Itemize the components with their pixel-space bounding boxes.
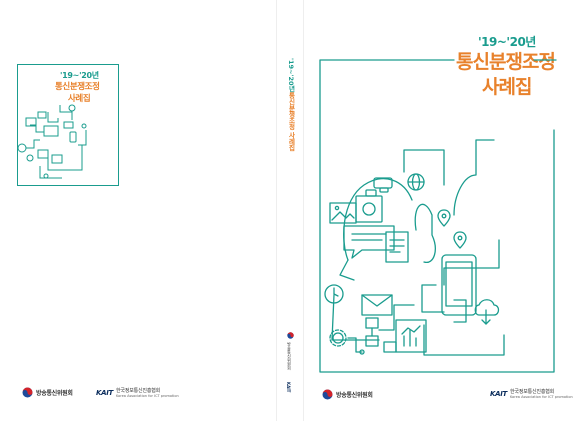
- kait-mark: KAIT: [96, 389, 114, 397]
- kait-mark: KAIT: [490, 390, 508, 398]
- cloud-upload-icon: [474, 299, 500, 316]
- cover-title-line2: 사례집: [482, 76, 532, 98]
- thumbnail-illustration: [17, 104, 87, 179]
- kcc-emblem-icon: [322, 389, 333, 400]
- bar-chart-card-icon: [395, 319, 427, 353]
- spine-kcc-name: 방송통신위원회: [287, 342, 292, 370]
- gear-icon: [332, 332, 344, 344]
- thumbnail-title-line2: 사례집: [68, 94, 91, 104]
- envelope-icon: [361, 294, 393, 316]
- kcc-emblem-icon: [22, 387, 33, 398]
- kait-name-en: Korea Association for ICT promotion: [116, 394, 179, 398]
- cover-title-line1: 통신분쟁조정: [456, 51, 556, 73]
- front-cover: '19~'20년 통신분쟁조정 사례집: [304, 0, 586, 421]
- back-cover: '19~'20년 통신분쟁조정 사례집: [0, 0, 276, 421]
- kait-logo-back: KAIT 한국정보통신진흥협회 Korea Association for IC…: [96, 388, 179, 398]
- spine-year: '19~'20년: [287, 58, 295, 93]
- clock-icon: [324, 284, 344, 304]
- kcc-name: 방송통신위원회: [336, 392, 373, 399]
- kait-name-ko: 한국정보통신진흥협회: [116, 388, 161, 394]
- image-card-icon: [329, 202, 357, 224]
- cover-year: '19~'20년: [478, 35, 536, 49]
- document-icon: [385, 231, 409, 263]
- kait-name-ko: 한국정보통신진흥협회: [510, 389, 555, 395]
- spine-kait-mark: KAIT: [286, 382, 291, 393]
- kait-logo-front: KAIT 한국정보통신진흥협회 Korea Association for IC…: [490, 389, 573, 399]
- thumbnail-year: '19~'20년: [60, 71, 99, 80]
- frame-line: [319, 59, 555, 373]
- spine-title: 통신분쟁조정 사례집: [287, 92, 295, 151]
- kait-name-en: Korea Association for ICT promotion: [510, 395, 573, 399]
- kcc-logo-back: 방송통신위원회: [22, 387, 73, 398]
- book-spine: '19~'20년 통신분쟁조정 사례집 방송통신위원회 KAIT: [276, 0, 304, 421]
- kcc-logo-front: 방송통신위원회: [322, 389, 373, 400]
- smartphone-icon: [441, 254, 477, 316]
- spine-kcc-emblem-icon: [287, 332, 294, 339]
- thumbnail-title-line1: 통신분쟁조정: [55, 82, 100, 92]
- location-pin-icon: [437, 209, 451, 227]
- cover-thumbnail-frame: [17, 64, 119, 186]
- kcc-name: 방송통신위원회: [36, 390, 73, 397]
- users-circle-icon: [362, 202, 376, 216]
- cover-illustration: [319, 59, 557, 373]
